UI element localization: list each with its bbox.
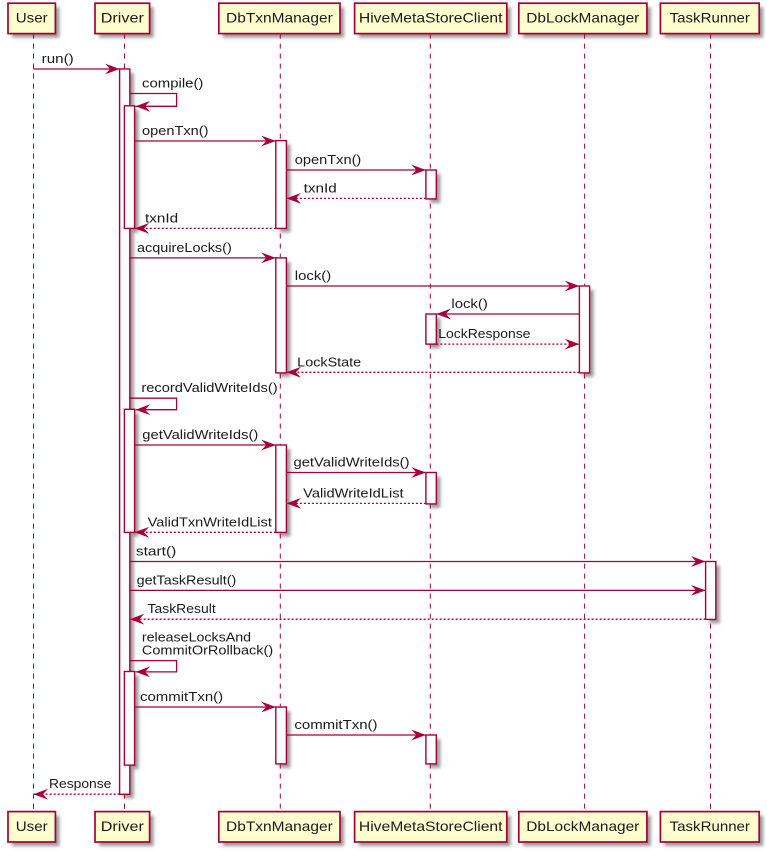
svg-text:ValidWriteIdList: ValidWriteIdList — [303, 485, 404, 500]
svg-text:txnId: txnId — [145, 210, 178, 225]
svg-text:txnId: txnId — [304, 180, 337, 195]
svg-text:TaskResult: TaskResult — [148, 601, 217, 616]
svg-text:HiveMetaStoreClient: HiveMetaStoreClient — [359, 10, 503, 26]
svg-text:Response: Response — [49, 776, 111, 791]
svg-text:compile(): compile() — [142, 76, 203, 91]
svg-text:DbTxnManager: DbTxnManager — [226, 818, 333, 834]
svg-text:openTxn(): openTxn() — [295, 152, 362, 167]
svg-text:getValidWriteIds(): getValidWriteIds() — [142, 427, 258, 442]
svg-text:ValidTxnWriteIdList: ValidTxnWriteIdList — [148, 514, 273, 529]
svg-text:getTaskResult(): getTaskResult() — [137, 572, 237, 587]
svg-text:releaseLocksAnd: releaseLocksAnd — [142, 629, 251, 644]
svg-text:commitTxn(): commitTxn() — [294, 717, 377, 732]
svg-text:run(): run() — [42, 51, 74, 66]
svg-text:acquireLocks(): acquireLocks() — [137, 240, 232, 255]
svg-text:Driver: Driver — [101, 10, 144, 26]
svg-text:LockResponse: LockResponse — [438, 326, 530, 341]
svg-text:DbTxnManager: DbTxnManager — [226, 10, 333, 26]
svg-text:User: User — [16, 10, 48, 26]
svg-text:TaskRunner: TaskRunner — [670, 10, 751, 26]
svg-text:recordValidWriteIds(): recordValidWriteIds() — [141, 380, 277, 395]
svg-text:HiveMetaStoreClient: HiveMetaStoreClient — [359, 818, 503, 834]
svg-text:CommitOrRollback(): CommitOrRollback() — [142, 643, 273, 658]
svg-text:Driver: Driver — [101, 818, 144, 834]
svg-text:LockState: LockState — [297, 354, 361, 369]
svg-text:User: User — [16, 818, 48, 834]
svg-text:DbLockManager: DbLockManager — [526, 10, 639, 26]
svg-text:lock(): lock() — [295, 268, 331, 283]
svg-text:commitTxn(): commitTxn() — [140, 689, 223, 704]
svg-text:openTxn(): openTxn() — [142, 123, 209, 138]
svg-text:DbLockManager: DbLockManager — [526, 818, 639, 834]
svg-text:TaskRunner: TaskRunner — [670, 818, 751, 834]
svg-text:lock(): lock() — [451, 296, 487, 311]
svg-text:start(): start() — [136, 544, 176, 559]
svg-text:getValidWriteIds(): getValidWriteIds() — [294, 455, 410, 470]
